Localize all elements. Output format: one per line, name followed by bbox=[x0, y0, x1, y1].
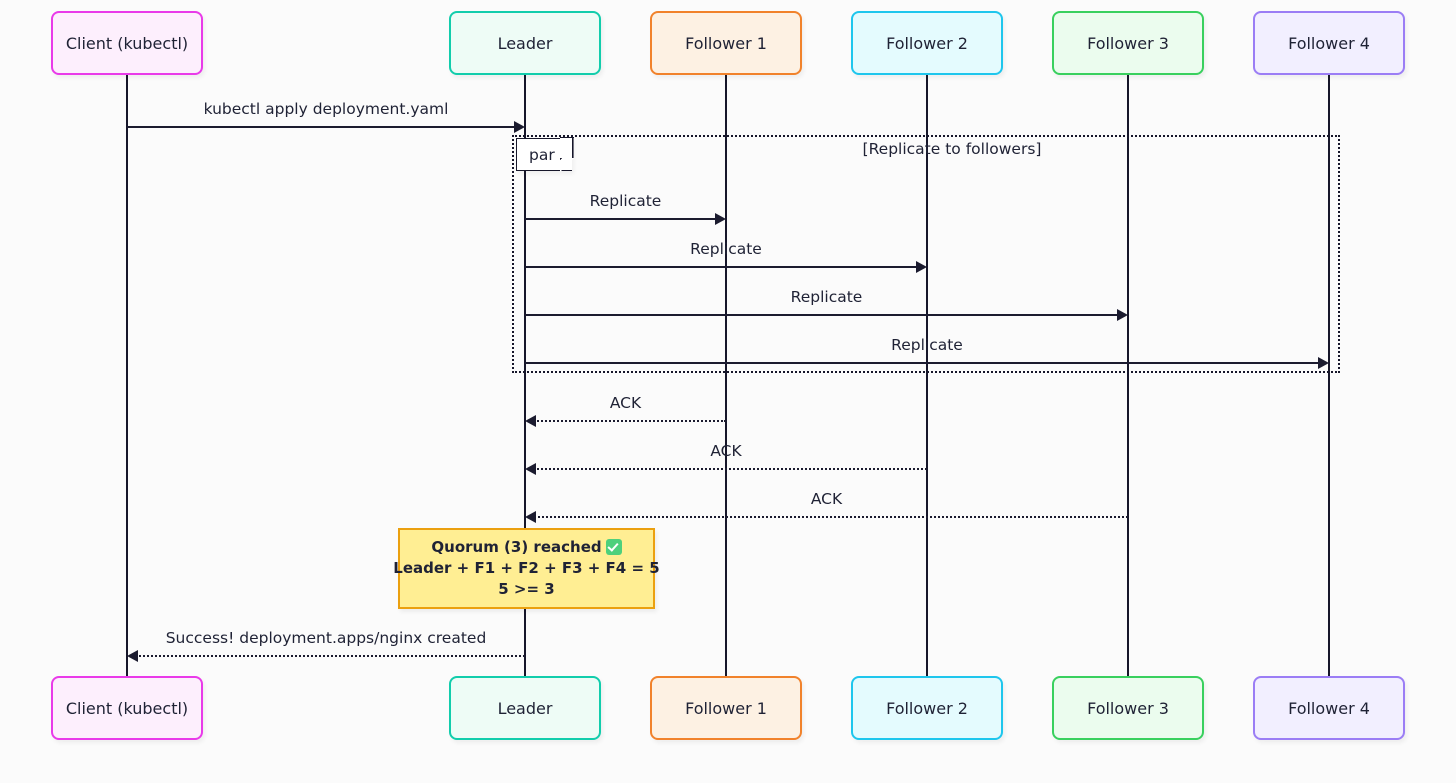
quorum-note: Quorum (3) reached Leader + F1 + F2 + F3… bbox=[393, 528, 660, 609]
actor-box-leader-bottom[interactable]: Leader bbox=[449, 676, 601, 740]
note-line-3: 5 >= 3 bbox=[498, 580, 555, 599]
message-arrowhead-m1 bbox=[514, 121, 525, 133]
message-label-m4: Replicate bbox=[790, 288, 863, 306]
actor-box-follower3-bottom[interactable]: Follower 3 bbox=[1052, 676, 1204, 740]
message-label-m9: Success! deployment.apps/nginx created bbox=[165, 629, 487, 647]
note-line-1-text: Quorum (3) reached bbox=[431, 537, 602, 556]
actor-box-follower1-top[interactable]: Follower 1 bbox=[650, 11, 802, 75]
actor-label-follower3-top: Follower 3 bbox=[1087, 33, 1169, 53]
actor-label-follower2-bottom: Follower 2 bbox=[886, 698, 968, 718]
actor-label-leader-top: Leader bbox=[497, 33, 553, 53]
actor-box-client-bottom[interactable]: Client (kubectl) bbox=[51, 676, 203, 740]
actor-label-client-top: Client (kubectl) bbox=[65, 33, 189, 53]
lifeline-follower4 bbox=[1328, 75, 1330, 676]
message-line-m3 bbox=[525, 266, 918, 268]
par-fragment-tag: par bbox=[516, 138, 572, 171]
actor-label-follower1-bottom: Follower 1 bbox=[685, 698, 767, 718]
check-badge-icon bbox=[605, 538, 622, 555]
message-line-m5 bbox=[525, 362, 1320, 364]
actor-label-client-bottom: Client (kubectl) bbox=[65, 698, 189, 718]
actor-label-follower4-bottom: Follower 4 bbox=[1288, 698, 1370, 718]
par-fragment-tag-label: par bbox=[529, 145, 555, 164]
lifeline-follower3 bbox=[1127, 75, 1129, 676]
message-label-m2: Replicate bbox=[589, 192, 662, 210]
actor-label-follower3-bottom: Follower 3 bbox=[1087, 698, 1169, 718]
message-arrowhead-m8 bbox=[525, 511, 536, 523]
actor-box-follower2-bottom[interactable]: Follower 2 bbox=[851, 676, 1003, 740]
lifeline-follower2 bbox=[926, 75, 928, 676]
actor-label-follower2-top: Follower 2 bbox=[886, 33, 968, 53]
message-arrowhead-m7 bbox=[525, 463, 536, 475]
actor-box-follower4-top[interactable]: Follower 4 bbox=[1253, 11, 1405, 75]
message-line-m9 bbox=[136, 655, 525, 657]
message-line-m1 bbox=[127, 126, 516, 128]
par-fragment-box bbox=[512, 135, 1340, 373]
note-line-1: Quorum (3) reached bbox=[431, 537, 622, 558]
note-line-2: Leader + F1 + F2 + F3 + F4 = 5 bbox=[393, 558, 660, 577]
actor-label-follower4-top: Follower 4 bbox=[1288, 33, 1370, 53]
actor-box-client-top[interactable]: Client (kubectl) bbox=[51, 11, 203, 75]
lifeline-client bbox=[126, 75, 128, 676]
message-arrowhead-m6 bbox=[525, 415, 536, 427]
message-arrowhead-m9 bbox=[127, 650, 138, 662]
lifeline-leader bbox=[524, 75, 526, 676]
message-arrowhead-m3 bbox=[916, 261, 927, 273]
message-line-m4 bbox=[525, 314, 1119, 316]
par-fragment-title: [Replicate to followers] bbox=[862, 140, 1042, 158]
actor-label-leader-bottom: Leader bbox=[497, 698, 553, 718]
actor-box-leader-top[interactable]: Leader bbox=[449, 11, 601, 75]
message-label-m5: Replicate bbox=[891, 336, 963, 354]
message-label-m3: Replicate bbox=[690, 240, 762, 258]
message-label-m1: kubectl apply deployment.yaml bbox=[203, 100, 449, 118]
actor-box-follower4-bottom[interactable]: Follower 4 bbox=[1253, 676, 1405, 740]
message-arrowhead-m5 bbox=[1318, 357, 1329, 369]
actor-box-follower3-top[interactable]: Follower 3 bbox=[1052, 11, 1204, 75]
message-label-m7: ACK bbox=[710, 442, 742, 460]
message-line-m2 bbox=[525, 218, 717, 220]
lifeline-follower1 bbox=[725, 75, 727, 676]
message-arrowhead-m4 bbox=[1117, 309, 1128, 321]
message-label-m6: ACK bbox=[609, 394, 642, 412]
message-label-m8: ACK bbox=[810, 490, 843, 508]
actor-box-follower1-bottom[interactable]: Follower 1 bbox=[650, 676, 802, 740]
message-line-m7 bbox=[534, 468, 927, 470]
actor-box-follower2-top[interactable]: Follower 2 bbox=[851, 11, 1003, 75]
message-line-m8 bbox=[534, 516, 1128, 518]
message-arrowhead-m2 bbox=[715, 213, 726, 225]
message-line-m6 bbox=[534, 420, 726, 422]
actor-label-follower1-top: Follower 1 bbox=[685, 33, 767, 53]
